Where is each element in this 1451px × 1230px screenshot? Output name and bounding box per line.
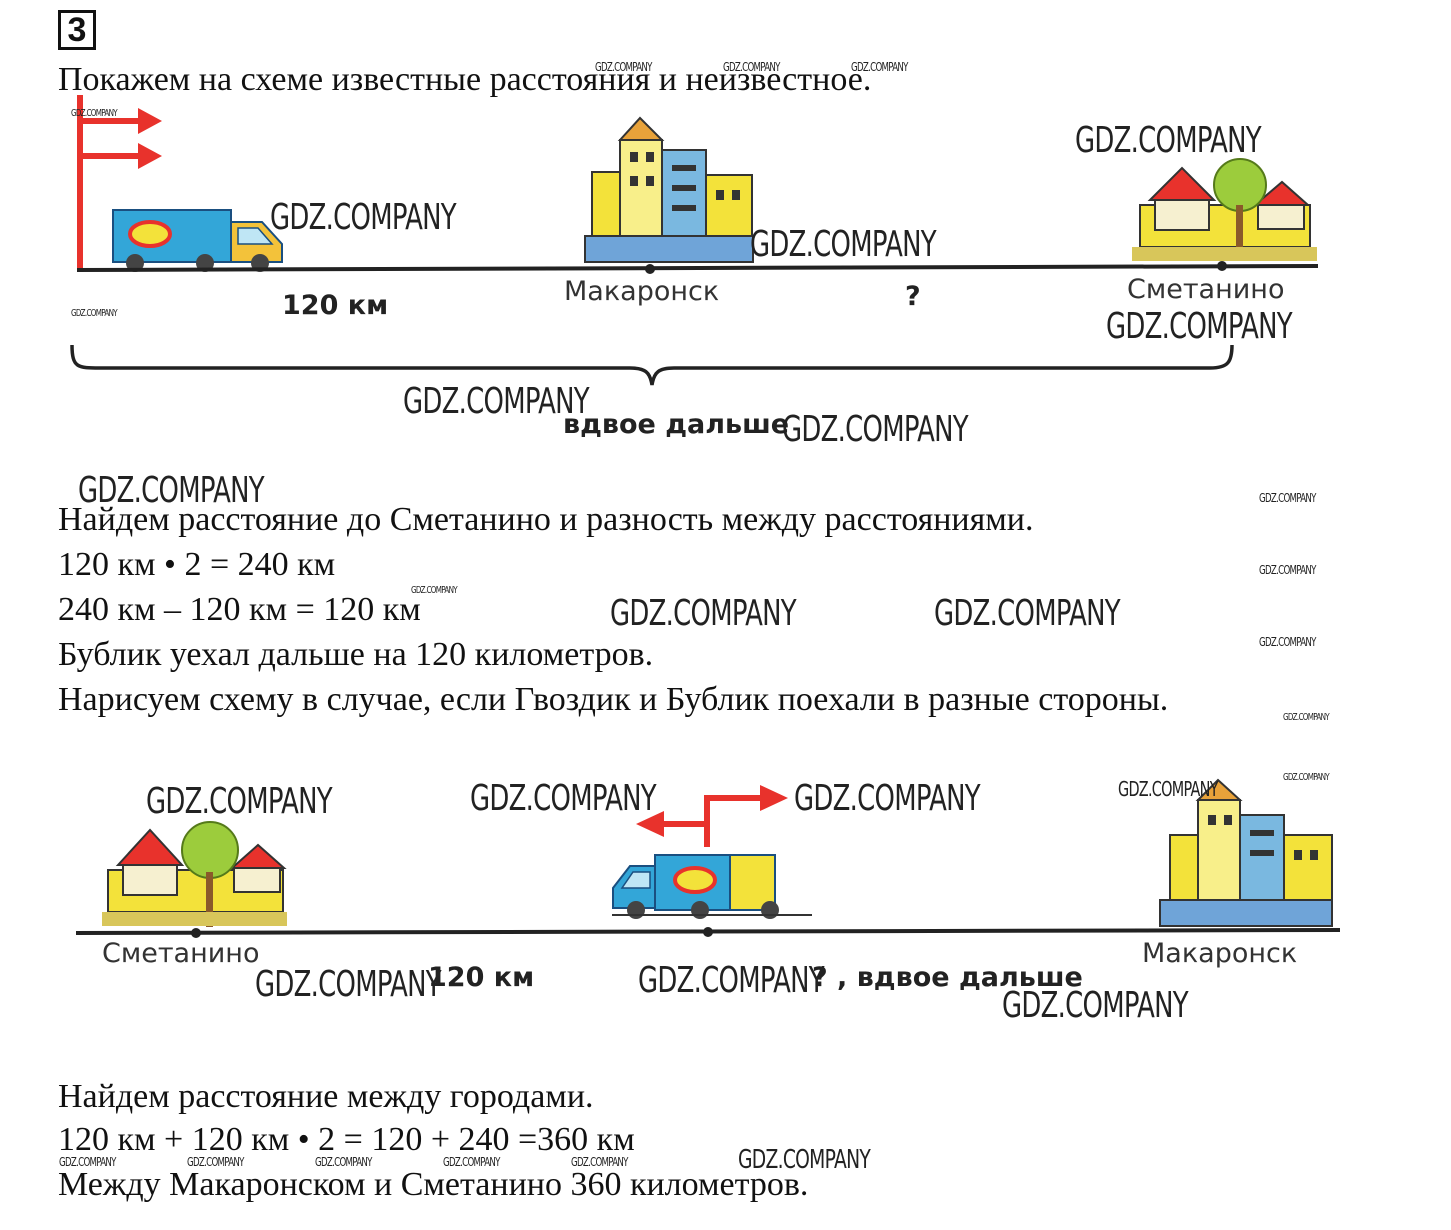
watermark: GDZ.COMPANY (1118, 777, 1218, 801)
watermark: GDZ.COMPANY (1075, 120, 1262, 161)
label-smetanino: Сметанино (1127, 274, 1285, 305)
result-line-1: Бублик уехал дальше на 120 километров. (58, 636, 654, 673)
watermark: GDZ.COMPANY (782, 409, 969, 450)
watermark: GDZ.COMPANY (723, 60, 780, 74)
label-unknown: ? (905, 281, 921, 312)
label-makaronsk-2: Макаронск (1142, 938, 1298, 969)
truck-icon-2 (612, 854, 812, 919)
label-makaronsk: Макаронск (564, 276, 720, 307)
truck-icon (112, 209, 283, 272)
watermark: GDZ.COMPANY (794, 778, 981, 819)
watermark: GDZ.COMPANY (571, 1155, 628, 1169)
result-line-2: Между Макаронском и Сметанино 360 киломе… (58, 1166, 809, 1203)
point-smetanino-2 (191, 928, 201, 938)
watermark: GDZ.COMPANY (1259, 635, 1316, 649)
label-120-km-2: 120 км (428, 962, 535, 993)
calc-line-2: 240 км – 120 км = 120 км (58, 591, 421, 628)
city-buildings-icon-2 (1159, 778, 1333, 927)
watermark: GDZ.COMPANY (71, 308, 118, 319)
point-makaronsk (645, 264, 655, 274)
distance-line-1 (76, 264, 1319, 272)
city-buildings-icon (584, 116, 754, 263)
intro-text: Покажем на схеме известные расстояния и … (58, 61, 872, 98)
start-flag-icon (77, 95, 162, 271)
watermark: GDZ.COMPANY (1106, 306, 1293, 347)
task-number: 3 (58, 10, 96, 50)
find-distance-text: Найдем расстояние до Сметанино и разност… (58, 501, 1034, 538)
point-smetanino (1217, 261, 1227, 271)
watermark: GDZ.COMPANY (403, 381, 590, 422)
watermark: GDZ.COMPANY (1259, 491, 1316, 505)
village-house-icon-2 (102, 821, 287, 927)
direction-arrows-icon (636, 785, 788, 847)
watermark: GDZ.COMPANY (610, 593, 797, 634)
label-twice-further: вдвое дальше (563, 409, 790, 440)
watermark: GDZ.COMPANY (443, 1155, 500, 1169)
watermark: GDZ.COMPANY (750, 224, 937, 265)
diagram-1 (70, 95, 1319, 386)
point-start-2 (703, 927, 713, 937)
watermark: GDZ.COMPANY (1259, 563, 1316, 577)
watermark: GDZ.COMPANY (315, 1155, 372, 1169)
watermark: GDZ.COMPANY (934, 593, 1121, 634)
label-smetanino-2: Сметанино (102, 938, 260, 969)
watermark: GDZ.COMPANY (78, 470, 265, 511)
watermark: GDZ.COMPANY (71, 108, 118, 119)
draw-scheme-text: Нарисуем схему в случае, если Гвоздик и … (58, 681, 1169, 718)
label-unknown-twice: ? , вдвое дальше (812, 962, 1083, 993)
watermark: GDZ.COMPANY (59, 1155, 116, 1169)
watermark: GDZ.COMPANY (595, 60, 652, 74)
brace-total-distance (70, 344, 1234, 386)
diagram-2 (75, 778, 1341, 938)
watermark: GDZ.COMPANY (1283, 712, 1330, 723)
watermark: GDZ.COMPANY (851, 60, 908, 74)
watermark: GDZ.COMPANY (411, 585, 458, 596)
watermark: GDZ.COMPANY (187, 1155, 244, 1169)
calc-line-3: 120 км + 120 км • 2 = 120 + 240 =360 км (58, 1121, 635, 1158)
watermark: GDZ.COMPANY (255, 964, 442, 1005)
watermark: GDZ.COMPANY (470, 778, 657, 819)
watermark: GDZ.COMPANY (270, 197, 457, 238)
watermark: GDZ.COMPANY (738, 1145, 871, 1175)
village-house-icon (1132, 158, 1317, 261)
watermark: GDZ.COMPANY (1283, 772, 1330, 783)
calc-line-1: 120 км • 2 = 240 км (58, 546, 336, 583)
watermark: GDZ.COMPANY (146, 781, 333, 822)
find-between-text: Найдем расстояние между городами. (58, 1078, 594, 1115)
label-120-km: 120 км (282, 290, 389, 321)
watermark: GDZ.COMPANY (638, 960, 825, 1001)
watermark: GDZ.COMPANY (1002, 985, 1189, 1026)
